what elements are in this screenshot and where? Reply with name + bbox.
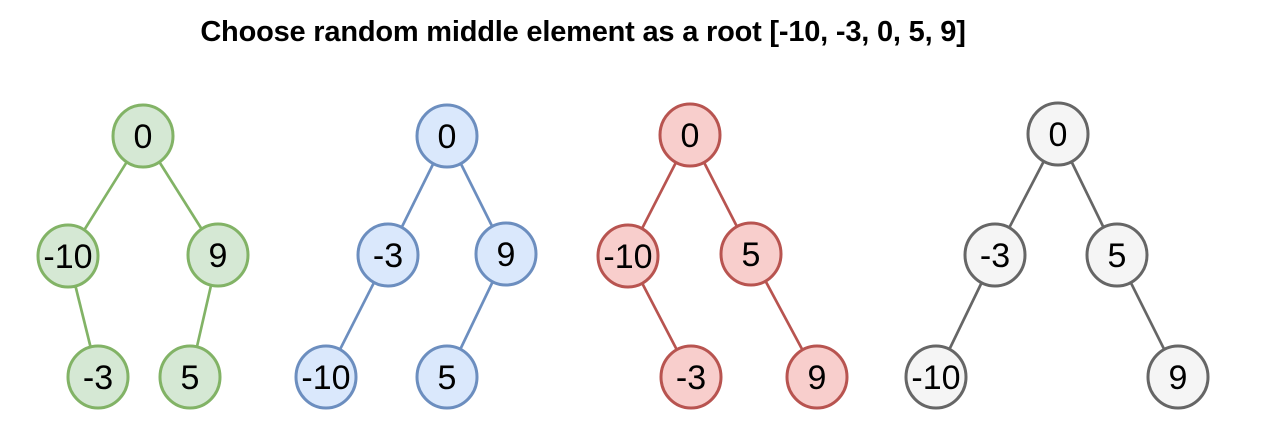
tree-node: 0 <box>658 102 722 168</box>
tree-node-circle <box>1026 101 1090 167</box>
tree-node-circle <box>719 221 783 287</box>
tree-node: -3 <box>356 222 420 288</box>
tree-node-circle <box>785 344 849 410</box>
tree-green: 0 -10 9 -3 5 <box>36 103 250 410</box>
node-value: 0 <box>1049 116 1068 154</box>
tree-node: -3 <box>963 222 1027 288</box>
node-value: -3 <box>676 359 706 397</box>
tree-node: 0 <box>415 103 479 169</box>
tree-node-circle <box>904 344 968 410</box>
node-value: -10 <box>43 238 92 276</box>
tree-node: -10 <box>596 223 660 289</box>
tree-node: 9 <box>785 344 849 410</box>
node-value: -3 <box>83 359 113 397</box>
node-value: -3 <box>373 237 403 275</box>
node-value: -3 <box>980 237 1010 275</box>
tree-node: 0 <box>111 103 175 169</box>
node-value: -10 <box>603 238 652 276</box>
node-value: 0 <box>134 118 153 156</box>
node-value: 5 <box>1108 237 1127 275</box>
tree-node-circle <box>596 223 660 289</box>
tree-gray: 0 -3 5 -10 9 <box>904 101 1210 410</box>
node-value: 5 <box>438 359 457 397</box>
tree-node-circle <box>356 222 420 288</box>
tree-node: 9 <box>186 222 250 288</box>
tree-node: 5 <box>415 344 479 410</box>
tree-node-circle <box>1085 222 1149 288</box>
tree-red: 0 -10 5 -3 9 <box>596 102 849 410</box>
tree-node: -10 <box>36 223 100 289</box>
node-value: -10 <box>911 359 960 397</box>
tree-node-circle <box>111 103 175 169</box>
tree-node: -3 <box>659 344 723 410</box>
node-value: 0 <box>681 117 700 155</box>
diagram-title: Choose random middle element as a root [… <box>200 16 966 48</box>
tree-node-circle <box>415 344 479 410</box>
tree-node-circle <box>415 103 479 169</box>
tree-node: 5 <box>158 344 222 410</box>
tree-node-circle <box>186 222 250 288</box>
tree-blue: 0 -3 9 -10 5 <box>294 103 538 410</box>
tree-node: 5 <box>1085 222 1149 288</box>
tree-node: -10 <box>294 344 358 410</box>
node-value: 9 <box>497 236 516 274</box>
node-value: 5 <box>181 359 200 397</box>
tree-node-circle <box>659 344 723 410</box>
node-value: 0 <box>438 118 457 156</box>
tree-node-circle <box>963 222 1027 288</box>
node-value: 9 <box>1169 359 1188 397</box>
tree-node-circle <box>1146 344 1210 410</box>
node-value: 9 <box>209 237 228 275</box>
tree-node-circle <box>36 223 100 289</box>
node-value: -10 <box>301 359 350 397</box>
tree-node: 9 <box>1146 344 1210 410</box>
tree-node-circle <box>658 102 722 168</box>
node-value: 5 <box>742 236 761 274</box>
node-value: 9 <box>808 359 827 397</box>
tree-node: 5 <box>719 221 783 287</box>
tree-node-circle <box>474 221 538 287</box>
tree-node: 0 <box>1026 101 1090 167</box>
tree-node-circle <box>294 344 358 410</box>
tree-node: -10 <box>904 344 968 410</box>
tree-node: -3 <box>66 344 130 410</box>
tree-node-circle <box>66 344 130 410</box>
tree-node: 9 <box>474 221 538 287</box>
tree-node-circle <box>158 344 222 410</box>
